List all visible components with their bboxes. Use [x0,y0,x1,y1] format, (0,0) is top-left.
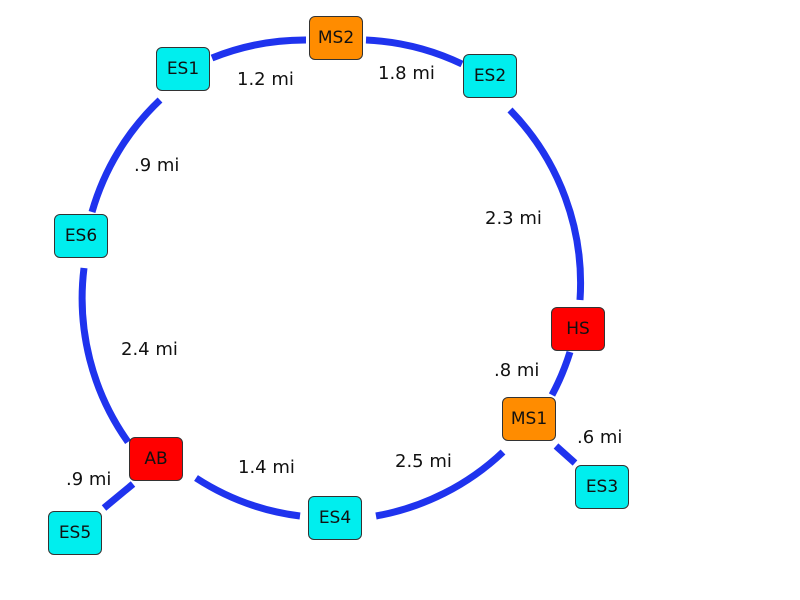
node-hs: HS [551,307,605,351]
distance-label-es1-ms2: 1.2 mi [237,69,294,90]
node-ms1: MS1 [502,397,556,441]
node-es2: ES2 [463,54,517,98]
road-es4-ab [194,475,301,520]
road-es2-hs [507,107,585,301]
road-es6-es1 [88,97,163,213]
road-ms1-es3 [553,443,578,466]
road-es1-ms2 [210,36,307,62]
road-ms2-es2 [365,36,464,68]
node-es5: ES5 [48,511,102,555]
road-ab-es6 [78,267,131,445]
distance-label-ab-es5: .9 mi [66,469,112,490]
node-ms2: MS2 [309,16,363,60]
distance-label-ab-es6: 2.4 mi [121,339,178,360]
node-es1: ES1 [156,47,210,91]
distance-label-es2-hs: 2.3 mi [485,208,542,229]
road-ms1-es4 [375,449,506,520]
distance-label-ab-es4: 1.4 mi [238,457,295,478]
node-es3: ES3 [575,465,629,509]
road-ab-es5 [101,481,136,511]
node-es6: ES6 [54,214,108,258]
distance-label-es6-es1: .9 mi [134,155,180,176]
node-ab: AB [129,437,183,481]
road-hs-ms1 [548,350,574,397]
node-es4: ES4 [308,496,362,540]
distance-label-es4-ms1: 2.5 mi [395,451,452,472]
distance-label-ms2-es2: 1.8 mi [378,63,435,84]
distance-label-ms1-es3: .6 mi [577,427,623,448]
distance-label-hs-ms1: .8 mi [494,360,540,381]
